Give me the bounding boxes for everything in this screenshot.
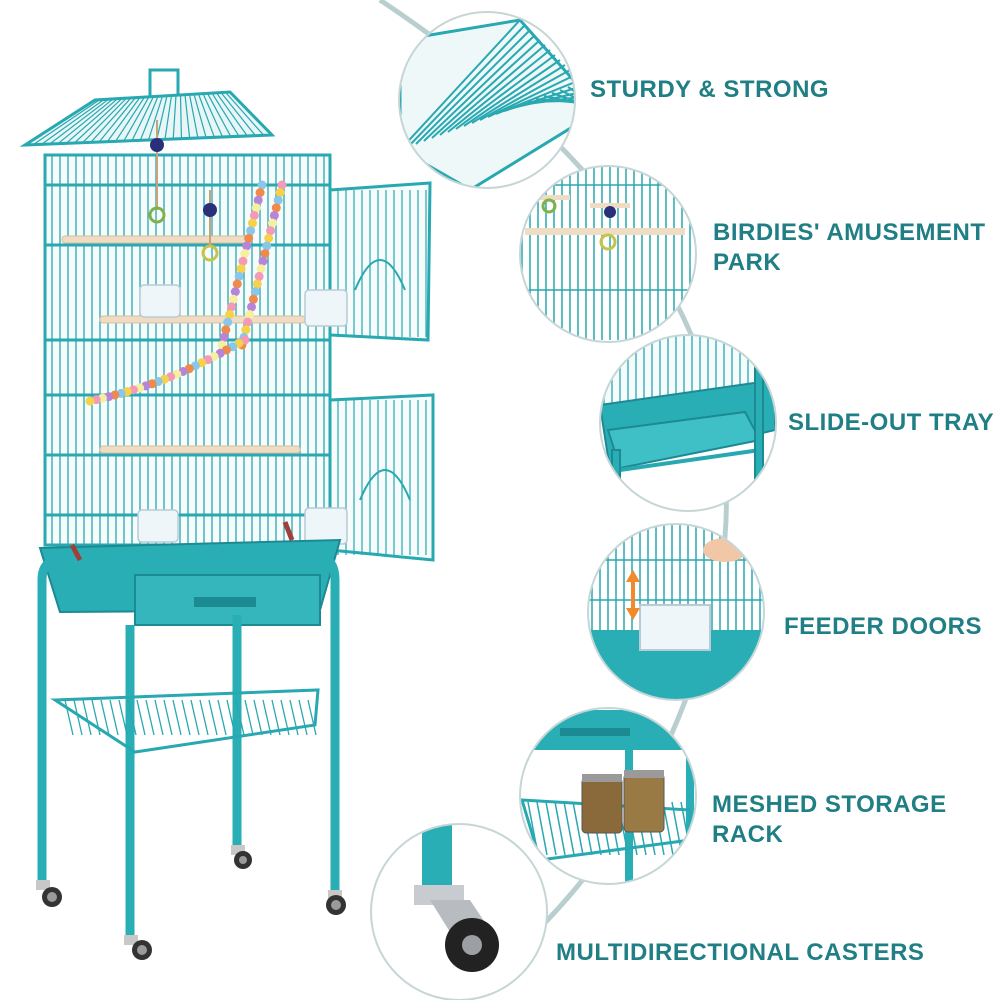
cage-base-tray xyxy=(38,521,342,626)
slide-out-tray-icon xyxy=(599,334,777,512)
stand xyxy=(37,550,340,935)
feeder-door-icon xyxy=(587,523,765,701)
feature-label-storage-rack: MESHED STORAGE RACK xyxy=(712,791,947,848)
hanging-toys xyxy=(85,120,287,406)
feature-label-slide-out-tray: SLIDE-OUT TRAY xyxy=(788,409,995,436)
feature-label-feeder-doors: FEEDER DOORS xyxy=(784,613,983,640)
feature-label-amusement-park: BIRDIES' AMUSEMENT PARK xyxy=(713,219,986,276)
casters xyxy=(36,845,346,960)
feature-label-sturdy-strong: STURDY & STRONG xyxy=(590,76,830,103)
wood-perches xyxy=(61,235,306,454)
feeder-cups xyxy=(137,284,348,545)
caster-wheel-icon xyxy=(370,823,548,1000)
hanging-toys-icon xyxy=(519,165,697,343)
feature-label-casters: MULTIDIRECTIONAL CASTERS xyxy=(556,939,925,966)
storage-rack-icon xyxy=(519,707,697,885)
bird-cage xyxy=(19,68,435,562)
